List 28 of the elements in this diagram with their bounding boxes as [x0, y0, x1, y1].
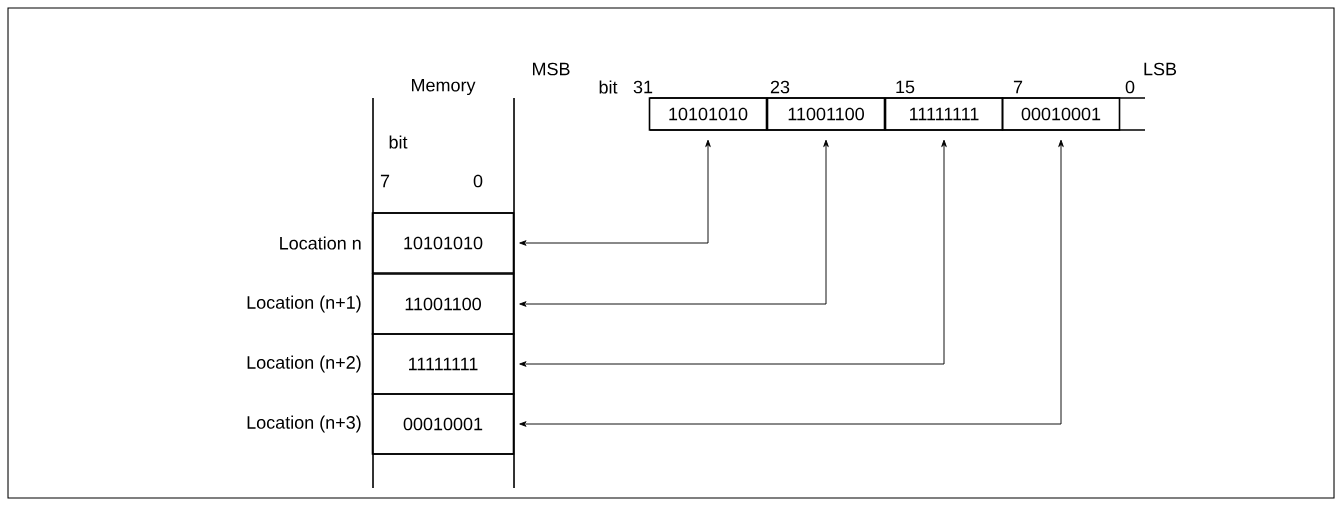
- lsb-label: LSB: [1144, 62, 1177, 76]
- location-label: Location (n+1): [247, 295, 361, 313]
- register-byte: 00010001: [1001, 97, 1121, 131]
- bit-number: 7: [1013, 80, 1023, 94]
- location-label: Location (n+3): [247, 415, 361, 433]
- memory-cell: 10101010: [371, 212, 515, 274]
- memory-cell: 00010001: [371, 393, 515, 455]
- bit-number: 7: [380, 174, 390, 188]
- msb-label: MSB: [533, 62, 570, 76]
- register-byte: 11001100: [766, 97, 886, 131]
- bit-label: bit: [389, 135, 408, 149]
- bit-number: 15: [896, 80, 915, 94]
- arrow: [519, 139, 829, 307]
- bit-number: 23: [770, 80, 790, 94]
- arrow: [519, 139, 1064, 427]
- bit-label: bit: [599, 80, 618, 94]
- bit-number: 0: [1125, 80, 1135, 94]
- bit-number: 0: [473, 174, 483, 188]
- arrow: [519, 139, 711, 246]
- arrow: [519, 139, 947, 367]
- location-label: Location n: [280, 236, 361, 250]
- location-label: Location (n+2): [247, 355, 361, 373]
- column-heading: Memory: [412, 78, 476, 96]
- register-byte: 10101010: [648, 97, 768, 131]
- memory-cell: 11001100: [371, 273, 515, 335]
- register-byte: 11111111: [884, 97, 1004, 131]
- memory-cell: 11111111: [371, 333, 515, 395]
- bit-number: 31: [633, 80, 653, 94]
